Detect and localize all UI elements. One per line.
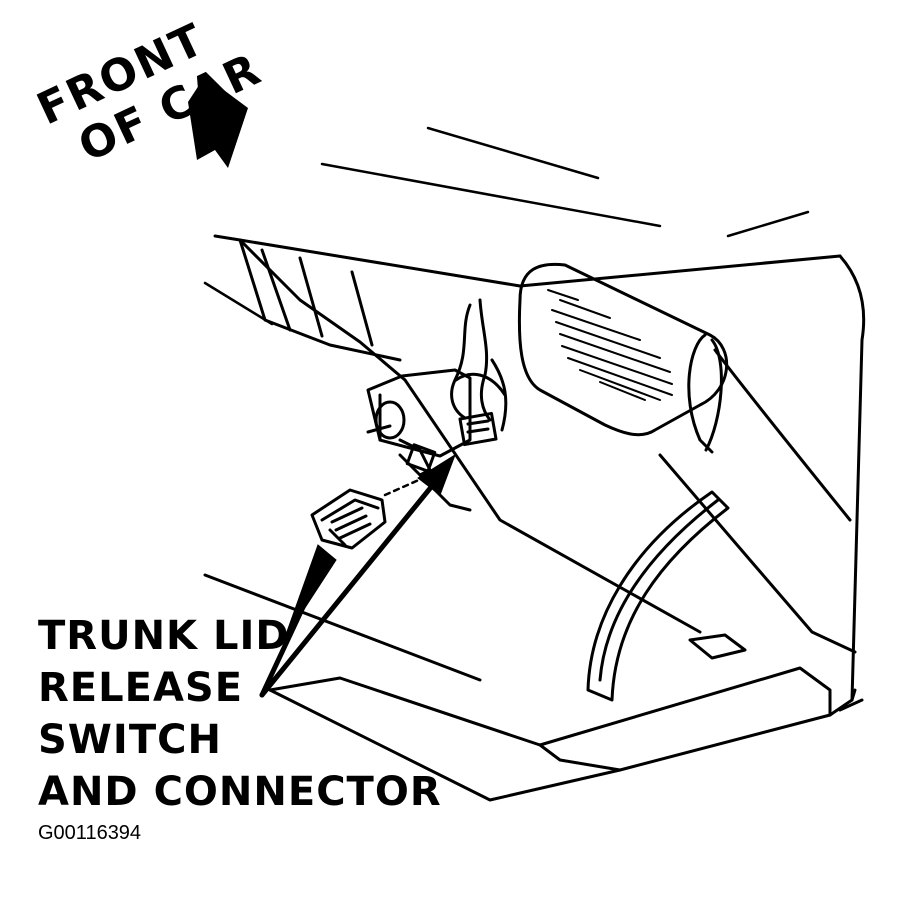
callout-line-3: SWITCH xyxy=(38,717,222,763)
callout-line-2: RELEASE xyxy=(38,665,244,711)
callout-line-1: TRUNK LID xyxy=(38,613,290,659)
console xyxy=(203,348,864,802)
instrument-cluster xyxy=(517,262,729,454)
dashboard-top-lines xyxy=(203,126,810,326)
loose-connector xyxy=(310,488,387,550)
cluster-slats xyxy=(547,289,673,401)
callout-line-4: AND CONNECTOR xyxy=(38,769,442,815)
figure-id: G00116394 xyxy=(38,822,142,844)
callout-leader-arrows xyxy=(259,453,456,698)
dashboard-panel xyxy=(213,234,866,702)
wiring-harness xyxy=(450,298,508,447)
front-direction-arrow-icon xyxy=(188,76,248,168)
support-arc xyxy=(586,490,730,702)
component-callout: TRUNK LID RELEASE SWITCH AND CONNECTOR xyxy=(38,610,442,818)
release-switch-bracket xyxy=(366,368,472,477)
